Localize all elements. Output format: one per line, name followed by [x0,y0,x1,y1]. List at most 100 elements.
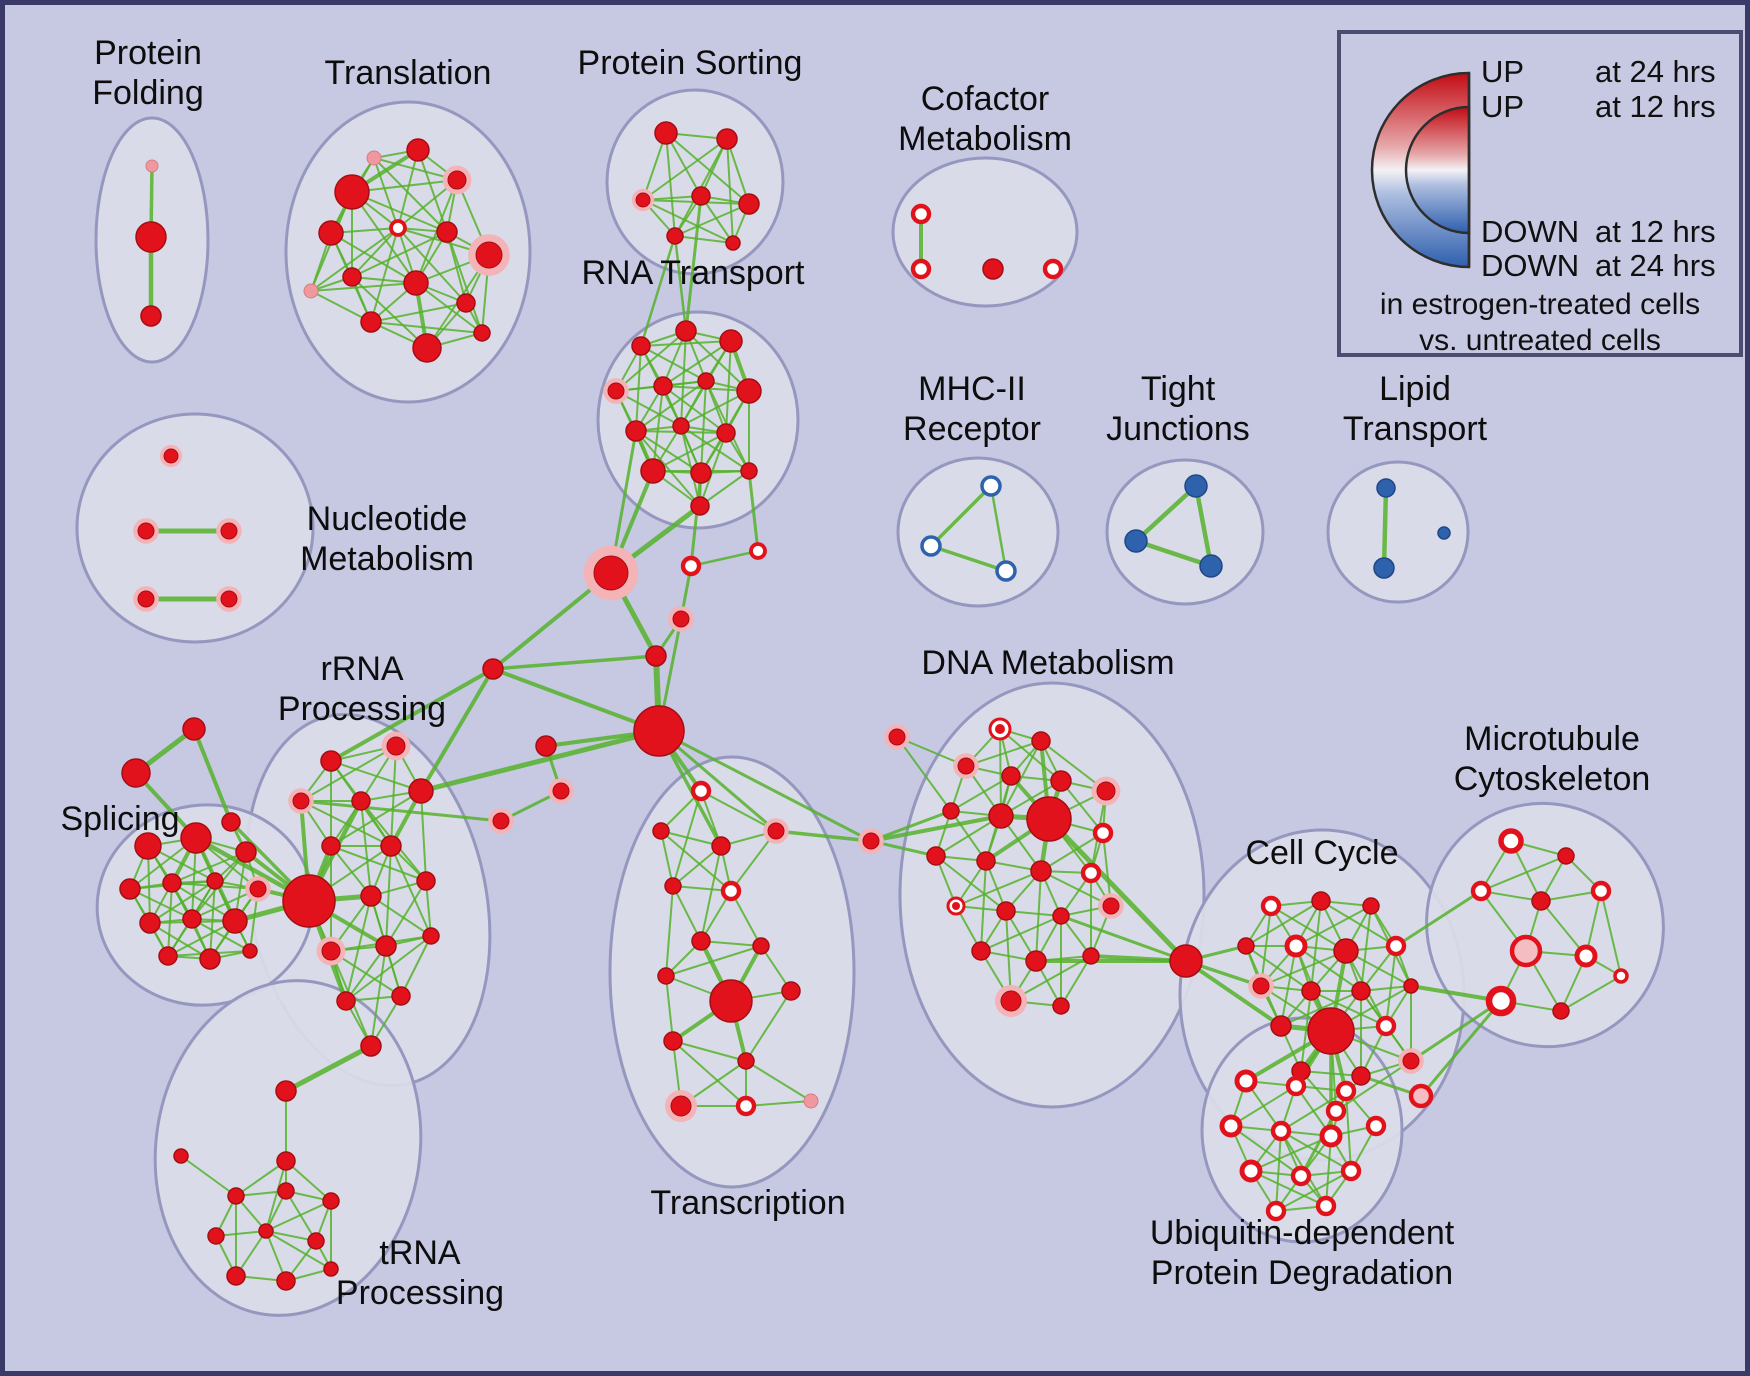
node-tn4[interactable] [227,1187,245,1205]
node-tn8[interactable] [258,1223,274,1239]
node-rr11[interactable] [321,941,341,961]
node-rr7[interactable] [380,835,402,857]
node-sp3[interactable] [235,841,257,863]
node-sp8[interactable] [139,912,161,934]
node-t5[interactable] [318,220,344,246]
node-rr2[interactable] [386,736,406,756]
node-tx14[interactable] [670,1095,692,1117]
node-rt1[interactable] [631,336,651,356]
node-rt9[interactable] [672,417,690,435]
node-tj1[interactable] [1184,474,1208,498]
node-rr3[interactable] [292,792,310,810]
node-dm12[interactable] [976,851,996,871]
node-t6[interactable] [389,219,407,237]
node-cc2[interactable] [1311,891,1331,911]
node-t1[interactable] [366,150,382,166]
node-sp9[interactable] [182,909,202,929]
node-cm2[interactable] [910,258,932,280]
node-dm0[interactable] [888,728,906,746]
node-sp6[interactable] [206,872,224,890]
node-ub8[interactable] [1239,1159,1263,1183]
node-cc9[interactable] [1301,981,1321,1001]
node-cc1[interactable] [1260,895,1282,917]
node-nm3[interactable] [220,522,238,540]
node-lt2[interactable] [1373,557,1395,579]
node-rt13[interactable] [740,462,758,480]
node-cc4[interactable] [1237,937,1255,955]
node-sp11[interactable] [158,946,178,966]
node-ub1[interactable] [1234,1069,1258,1093]
node-cc8[interactable] [1252,977,1270,995]
node-pf3[interactable] [140,305,162,327]
node-dm6[interactable] [1096,781,1116,801]
node-rr13[interactable] [422,927,440,945]
node-tj2[interactable] [1124,529,1148,553]
node-tx3[interactable] [711,836,731,856]
node-rr4[interactable] [351,791,371,811]
node-cm4[interactable] [1042,258,1064,280]
node-sp7[interactable] [249,880,267,898]
node-nm1[interactable] [163,448,179,464]
node-rt8[interactable] [625,420,647,442]
node-t15[interactable] [473,324,491,342]
node-cc17[interactable] [1402,1052,1420,1070]
node-bb6[interactable] [633,705,685,757]
node-tn5[interactable] [277,1182,295,1200]
node-sp4[interactable] [119,878,141,900]
node-lt3[interactable] [1437,526,1451,540]
node-nm5[interactable] [220,590,238,608]
node-ps3[interactable] [635,192,651,208]
node-dm19[interactable] [971,941,991,961]
node-cc5[interactable] [1284,934,1308,958]
node-cc14[interactable] [1375,1015,1397,1037]
node-dm3[interactable] [957,757,975,775]
node-t2[interactable] [406,138,430,162]
node-tn9[interactable] [307,1232,325,1250]
node-dm4[interactable] [1001,766,1021,786]
node-mt3[interactable] [1470,880,1492,902]
node-ps5[interactable] [738,193,760,215]
node-mt6[interactable] [1509,934,1543,968]
node-tx6[interactable] [720,880,742,902]
node-tx7[interactable] [691,931,711,951]
node-dm11[interactable] [926,846,946,866]
node-bb12[interactable] [1169,944,1203,978]
node-dm18[interactable] [1102,897,1120,915]
node-ub4[interactable] [1219,1114,1243,1138]
node-dm23[interactable] [1052,997,1070,1015]
node-tn7[interactable] [207,1227,225,1245]
node-cc13[interactable] [1307,1007,1355,1055]
node-ps6[interactable] [666,227,684,245]
node-bb5[interactable] [645,645,667,667]
node-bb14[interactable] [482,658,504,680]
node-dm21[interactable] [1082,947,1100,965]
node-bb2[interactable] [680,555,702,577]
node-cm3[interactable] [982,258,1004,280]
node-ub3[interactable] [1335,1080,1357,1102]
node-tn6[interactable] [322,1192,340,1210]
node-lt1[interactable] [1376,478,1396,498]
node-fr1[interactable] [182,717,206,741]
node-dm9[interactable] [1026,796,1072,842]
node-sp12[interactable] [199,948,221,970]
node-rt2[interactable] [675,320,697,342]
node-dm8[interactable] [988,803,1014,829]
node-rr12[interactable] [375,935,397,957]
node-dm14[interactable] [1080,862,1102,884]
node-tn10[interactable] [226,1266,246,1286]
node-rt12[interactable] [690,462,712,484]
node-rr1[interactable] [320,750,342,772]
node-cc16[interactable] [1351,1066,1371,1086]
node-pf2[interactable] [135,221,167,253]
node-dm5[interactable] [1050,770,1072,792]
node-nm2[interactable] [137,522,155,540]
node-rt6[interactable] [697,372,715,390]
node-ub11[interactable] [1265,1200,1287,1222]
node-cc12[interactable] [1270,1015,1292,1037]
node-ub5[interactable] [1270,1120,1292,1142]
node-ub12[interactable] [1315,1195,1337,1217]
node-rt5[interactable] [653,376,673,396]
node-mt10[interactable] [1613,968,1629,984]
node-bb8[interactable] [552,782,570,800]
node-tx5[interactable] [664,877,682,895]
